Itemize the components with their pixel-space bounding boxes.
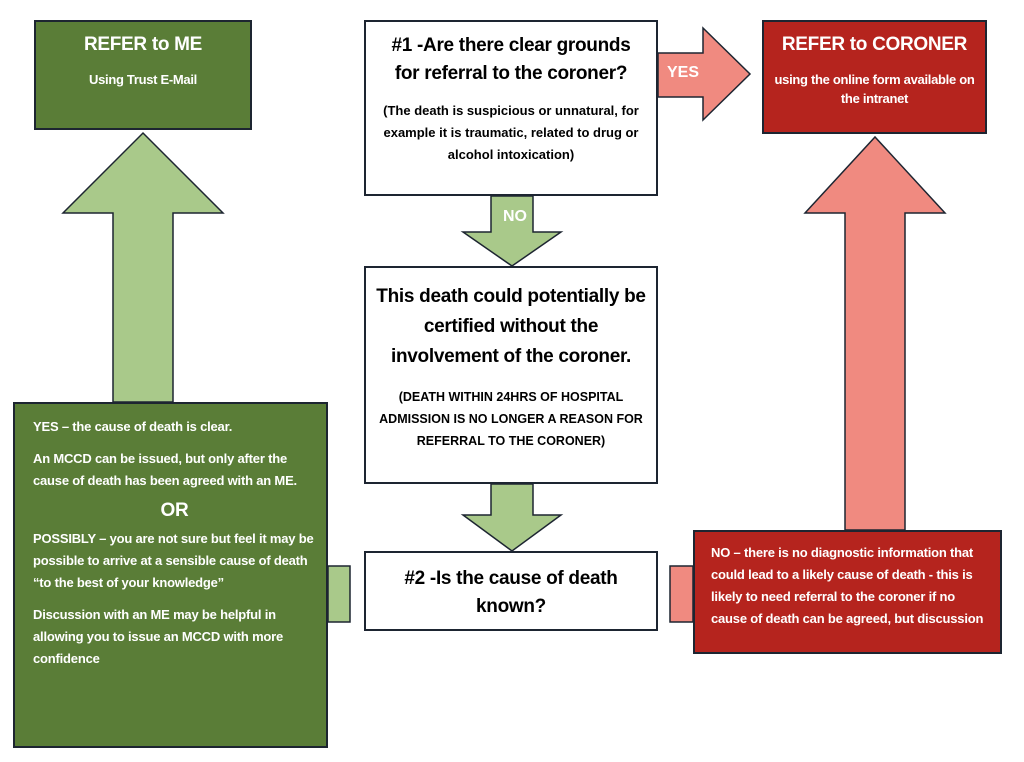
connector-q2-no (669, 565, 694, 623)
mccd-text: An MCCD can be issued, but only after th… (33, 451, 297, 488)
refer-to-coroner-subtitle: using the online form available on the i… (774, 72, 975, 106)
question-2-box: #2 -Is the cause of death known? (364, 551, 658, 631)
possibly-statement: POSSIBLY – you are not sure but feel it … (33, 528, 316, 594)
certifiable-box: This death could potentially be certifie… (364, 266, 658, 484)
refer-to-me-title: REFER to ME (83, 34, 203, 55)
question-1-detail: (The death is suspicious or unnatural, f… (383, 103, 639, 162)
question-1-box: #1 -Are there clear grounds for referral… (364, 20, 658, 196)
no-path-box: NO – there is no diagnostic information … (693, 530, 1002, 654)
arrow-down-to-q2 (460, 483, 564, 552)
question-2-title: #2 -Is the cause of death known? (404, 568, 618, 617)
no-keyword: NO (711, 545, 731, 560)
no-statement: NO – there is no diagnostic information … (711, 542, 990, 630)
connector-q2-yes (327, 565, 351, 623)
arrow-no-down (460, 195, 564, 267)
refer-to-me-box: REFER to ME Using Trust E-Mail (34, 20, 252, 130)
yes-text: – the cause of death is clear. (58, 419, 233, 434)
arrow-yes-right (657, 26, 752, 122)
no-text: – there is no diagnostic information tha… (711, 545, 984, 626)
refer-to-coroner-title: REFER to CORONER (781, 34, 968, 55)
yes-arrow-label: YES (667, 64, 700, 81)
discussion-text: Discussion with an ME may be helpful in … (33, 607, 284, 666)
possibly-keyword: POSSIBLY (33, 531, 96, 546)
refer-to-coroner-box: REFER to CORONER using the online form a… (762, 20, 987, 134)
yes-path-box: YES – the cause of death is clear. An MC… (13, 402, 328, 748)
certifiable-title: This death could potentially be certifie… (376, 286, 646, 367)
arrow-up-to-me (61, 131, 225, 403)
question-1-title: #1 -Are there clear grounds for referral… (391, 35, 631, 84)
yes-keyword: YES (33, 419, 59, 434)
no-arrow-label: NO (503, 208, 527, 225)
arrow-up-to-coroner (803, 135, 947, 531)
possibly-text: – you are not sure but feel it may be po… (33, 531, 314, 590)
or-text: OR (160, 500, 189, 521)
certifiable-detail: (DEATH WITHIN 24HRS OF HOSPITAL ADMISSIO… (379, 390, 643, 448)
refer-to-me-subtitle: Using Trust E-Mail (88, 72, 197, 87)
yes-statement: YES – the cause of death is clear. (33, 416, 316, 438)
